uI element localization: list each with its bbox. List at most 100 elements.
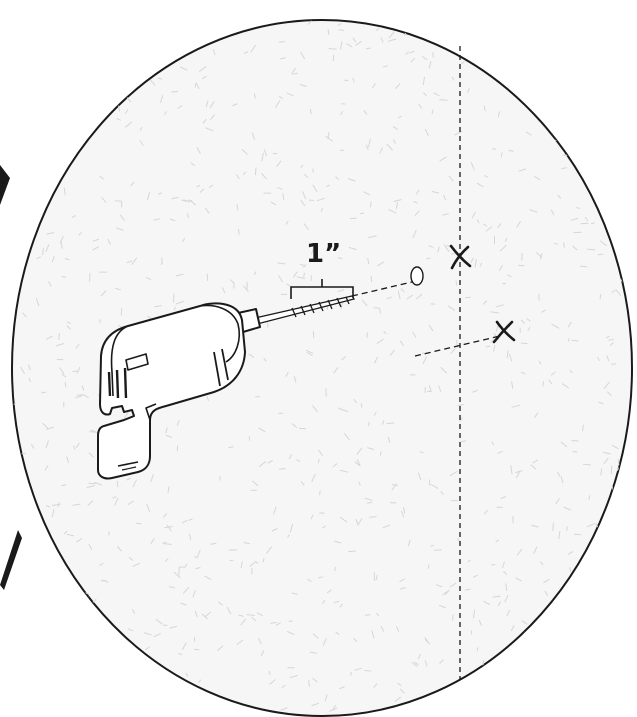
- texture-speck: [376, 612, 379, 617]
- texture-speck: [511, 625, 515, 631]
- texture-speck: [47, 539, 52, 543]
- texture-speck: [300, 481, 305, 486]
- texture-speck: [78, 44, 86, 51]
- texture-speck: [322, 525, 326, 529]
- texture-speck: [511, 404, 520, 408]
- texture-speck: [431, 109, 434, 115]
- texture-speck: [516, 220, 521, 228]
- texture-speck: [99, 562, 104, 566]
- texture-speck: [467, 559, 471, 563]
- texture-speck: [492, 595, 501, 598]
- texture-speck: [355, 518, 359, 526]
- texture-speck: [117, 41, 127, 44]
- texture-speck: [520, 319, 525, 324]
- texture-speck: [90, 429, 99, 434]
- texture-speck: [448, 175, 454, 182]
- texture-speck: [114, 200, 123, 202]
- texture-speck: [157, 77, 163, 80]
- texture-speck: [617, 458, 620, 466]
- texture-speck: [527, 326, 531, 331]
- texture-speck: [598, 401, 604, 405]
- texture-speck: [424, 660, 428, 667]
- texture-speck: [439, 156, 447, 162]
- texture-speck: [296, 276, 306, 279]
- texture-speck: [428, 385, 432, 392]
- texture-speck: [504, 594, 509, 603]
- texture-speck: [333, 600, 340, 604]
- texture-speck: [526, 98, 532, 101]
- texture-speck: [90, 80, 93, 86]
- texture-speck: [476, 647, 479, 652]
- texture-speck: [286, 283, 292, 287]
- texture-speck: [68, 696, 74, 701]
- texture-speck: [285, 220, 289, 225]
- texture-speck: [66, 325, 71, 330]
- texture-speck: [126, 477, 131, 481]
- texture-speck: [25, 601, 29, 610]
- texture-speck: [582, 424, 584, 432]
- texture-speck: [312, 405, 318, 412]
- texture-speck: [346, 43, 353, 48]
- texture-speck: [382, 524, 391, 529]
- hole-icon: [410, 266, 424, 286]
- texture-speck: [365, 144, 369, 151]
- texture-speck: [386, 296, 392, 300]
- texture-speck: [92, 246, 100, 251]
- texture-speck: [262, 558, 265, 563]
- texture-speck: [401, 510, 404, 518]
- texture-speck: [187, 213, 189, 218]
- texture-speck: [406, 294, 413, 300]
- texture-speck: [278, 96, 284, 99]
- texture-speck: [126, 260, 133, 263]
- texture-speck: [23, 512, 31, 515]
- texture-speck: [374, 411, 377, 416]
- texture-speck: [339, 516, 348, 523]
- texture-speck: [93, 90, 97, 94]
- texture-speck: [19, 80, 22, 89]
- texture-speck: [114, 497, 119, 506]
- texture-speck: [57, 570, 60, 578]
- texture-speck: [213, 49, 216, 55]
- texture-speck: [312, 331, 315, 339]
- texture-speck: [516, 471, 520, 479]
- texture-speck: [248, 353, 255, 358]
- texture-speck: [22, 312, 27, 318]
- texture-speck: [309, 651, 317, 654]
- texture-speck: [439, 99, 448, 101]
- texture-speck: [71, 215, 76, 218]
- texture-speck: [202, 75, 207, 80]
- texture-speck: [116, 227, 124, 231]
- texture-speck: [627, 160, 632, 166]
- texture-speck: [132, 562, 140, 567]
- texture-speck: [183, 586, 190, 594]
- texture-speck: [557, 194, 562, 199]
- texture-speck: [150, 79, 156, 86]
- texture-speck: [182, 238, 185, 242]
- texture-speck: [359, 212, 365, 215]
- texture-speck: [206, 273, 209, 282]
- texture-speck: [12, 403, 16, 407]
- texture-speck: [12, 524, 16, 528]
- texture-speck: [560, 441, 568, 448]
- texture-speck: [276, 622, 281, 626]
- texture-speck: [477, 705, 483, 712]
- drill-axis-line: [351, 281, 413, 297]
- texture-speck: [46, 232, 55, 235]
- texture-speck: [395, 202, 398, 210]
- texture-speck: [483, 175, 488, 178]
- texture-speck: [72, 503, 81, 506]
- texture-speck: [338, 407, 343, 411]
- texture-speck: [605, 670, 612, 673]
- texture-speck: [46, 505, 50, 508]
- texture-speck: [567, 127, 573, 130]
- texture-speck: [236, 174, 240, 179]
- texture-speck: [159, 681, 168, 684]
- texture-speck: [311, 702, 320, 707]
- texture-speck: [350, 671, 352, 676]
- texture-speck: [391, 483, 398, 487]
- texture-speck: [603, 381, 610, 389]
- texture-speck: [470, 162, 475, 171]
- texture-speck: [485, 226, 493, 232]
- texture-speck: [457, 404, 464, 406]
